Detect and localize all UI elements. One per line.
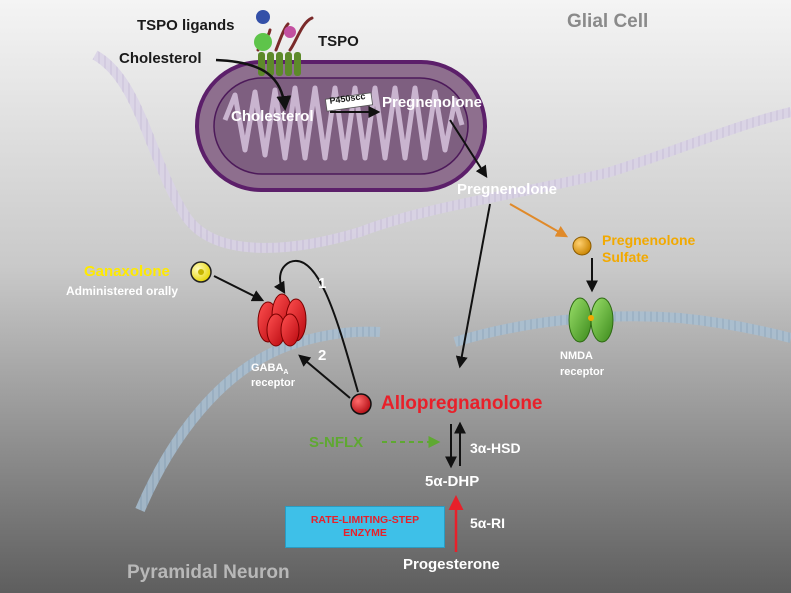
tspo-ligands-label: TSPO ligands bbox=[137, 17, 235, 34]
glial-membrane bbox=[92, 50, 791, 253]
administered-orally-label: Administered orally bbox=[66, 284, 179, 298]
neuron-membrane-right bbox=[453, 311, 791, 347]
mitochondrion bbox=[195, 60, 487, 192]
pregnenolone-to-allo-arrow bbox=[455, 203, 491, 369]
cholesterol-import-arrow bbox=[215, 58, 292, 111]
tspo-ligand-blue-icon bbox=[256, 10, 270, 24]
cholesterol-outer-label: Cholesterol bbox=[119, 50, 202, 67]
nmda-label: NMDA bbox=[560, 350, 593, 362]
pregnenolone-sulfate-label-line1: Pregnenolone bbox=[602, 232, 696, 248]
p450scc-box bbox=[324, 92, 374, 112]
rate-limiting-line1: RATE-LIMITING-STEP bbox=[310, 513, 420, 526]
ganaxolone-arrow bbox=[213, 275, 265, 302]
pregnenolone-sulfate-icon bbox=[572, 236, 592, 256]
ganaxolone-label: Ganaxolone bbox=[84, 263, 170, 280]
nmda-receptor-label: receptor bbox=[560, 366, 605, 378]
nmda-receptor-icon bbox=[568, 297, 614, 343]
allopregnanolone-icon bbox=[350, 393, 372, 415]
s-nflx-label: S-NFLX bbox=[309, 434, 364, 451]
gabaa-label: GABAA bbox=[251, 362, 289, 377]
gabaa-receptor-icon bbox=[257, 293, 307, 347]
hsd-label: 3α-HSD bbox=[470, 440, 521, 456]
pyramidal-neuron-label: Pyramidal Neuron bbox=[127, 562, 290, 583]
neuron-membrane-left bbox=[135, 326, 381, 512]
tspo-ligand-pink-icon bbox=[284, 26, 296, 38]
pregnenolone-sulfate-label-line2: Sulfate bbox=[602, 249, 649, 265]
dhp-label: 5α-DHP bbox=[425, 473, 480, 490]
pregnenolone-mito-label: Pregnenolone bbox=[382, 94, 483, 111]
ri-label: 5α-RI bbox=[470, 515, 506, 531]
path-1-label: 1 bbox=[318, 275, 327, 292]
tspo-ligand-green-icon bbox=[254, 33, 272, 51]
pregnenolone-export-arrow bbox=[449, 119, 488, 179]
path-2-arrow bbox=[298, 354, 351, 399]
gabaa-receptor-label: receptor bbox=[251, 377, 296, 389]
pregnenolone-label: Pregnenolone bbox=[457, 181, 558, 198]
progesterone-label: Progesterone bbox=[403, 556, 500, 573]
path-2-label: 2 bbox=[318, 347, 327, 364]
cholesterol-inner-label: Cholesterol bbox=[231, 108, 314, 125]
rate-limiting-step-box: RATE-LIMITING-STEP ENZYME bbox=[285, 506, 445, 548]
rate-limiting-line2: ENZYME bbox=[343, 527, 387, 539]
diagram-title: Glial Cell bbox=[567, 11, 649, 32]
cristae bbox=[222, 85, 465, 161]
sulfation-arrow bbox=[509, 203, 569, 238]
path-1-arrow bbox=[273, 259, 359, 393]
tspo-label: TSPO bbox=[318, 33, 359, 50]
allopregnanolone-label: Allopregnanolone bbox=[381, 393, 543, 414]
